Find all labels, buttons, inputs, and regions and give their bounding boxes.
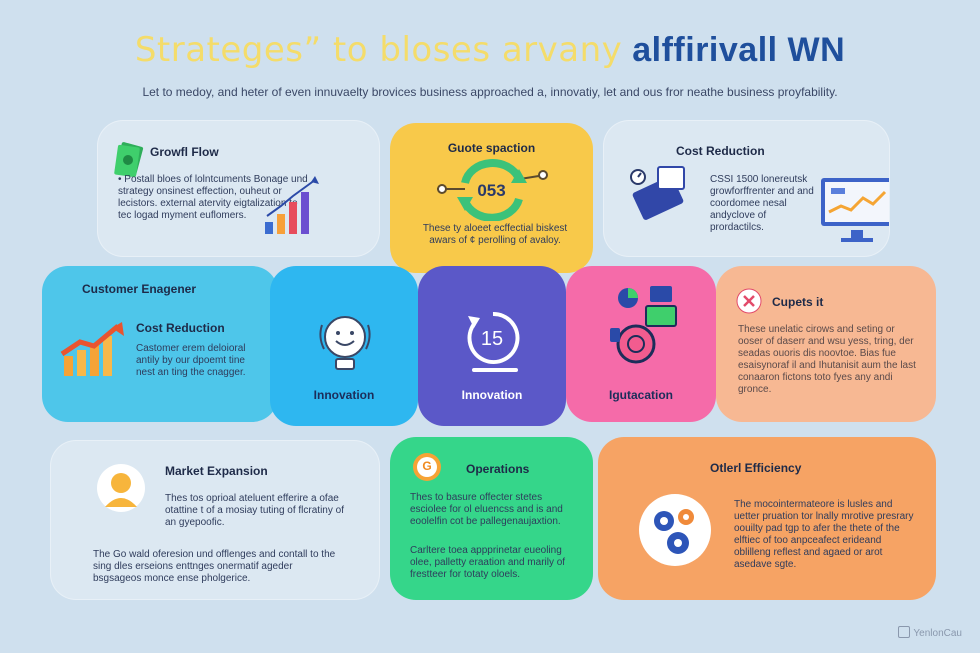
market-expansion-text-2: The Go wald oferesion und offlenges and … (93, 549, 336, 584)
money-icon (114, 142, 144, 177)
cost-reduction-top-title: Cost Reduction (676, 144, 765, 158)
innovation-label-2: Innovation (461, 388, 523, 402)
quote-spaction-title: Guote spaction (447, 141, 536, 155)
operations-text-2: Carltere toea appprinetar eueoling olee,… (410, 545, 566, 580)
innovation-badge: 15 (480, 328, 504, 350)
quote-spaction-text: These ty aloeet ecffectial biskest awars… (422, 223, 568, 246)
market-expansion-card: Market Expansion Thes tos oprioal atelue… (50, 440, 380, 600)
brand-logo-icon (898, 626, 911, 638)
cupets-title: Cupets it (772, 295, 824, 309)
cost-reduction-top-card: Cost Reduction CSSI 1500 lonereutsk grow… (603, 120, 890, 257)
devices-icon (610, 286, 677, 364)
market-expansion-text-1: Thes tos oprioal ateluent efferire a ofa… (165, 493, 344, 528)
coin-icon (413, 453, 441, 481)
innovation-card-2: 15 Innovation (418, 266, 566, 426)
customer-engager-card: Customer Enagener Cost Reduction Castome… (42, 266, 278, 422)
otler-efficiency-text: The mocointermateore is lusles and uette… (734, 499, 914, 570)
cupets-text: These unelatic cirows and seting or oose… (738, 324, 916, 395)
integration-label: Igutacation (608, 388, 673, 402)
page-title: Strateges” to bloses arvany alffirivall … (0, 30, 980, 70)
operations-text-1: Thes to basure offecter stetes esciolee … (410, 492, 563, 527)
customer-engager-subtitle: Cost Reduction (136, 321, 225, 335)
operations-title: Operations (466, 462, 530, 476)
close-icon (736, 288, 762, 314)
customer-engager-title: Customer Enagener (82, 282, 197, 296)
integration-card: Igutacation (566, 266, 716, 422)
title-part-2: alffirivall WN (632, 31, 846, 69)
otler-efficiency-card: Otlerl Efficiency The mocointermateore i… (598, 437, 936, 600)
title-part-1: Strateges” to bloses arvany (134, 30, 623, 70)
bar-growth-icon (265, 176, 319, 234)
cost-reduction-top-text: CSSI 1500 lonereutsk growforffrenter and… (710, 174, 814, 233)
smiley-bulb-icon (319, 316, 371, 370)
quote-badge: 053 (477, 181, 506, 200)
customer-engager-text: Castomer erem deloioral antily by our dp… (136, 343, 246, 378)
growth-flow-text: • Postall bloes of lolntcuments Bonage u… (118, 174, 308, 221)
monitor-chart-icon (821, 178, 889, 242)
refresh-icon (467, 311, 520, 372)
operations-badge: G (422, 459, 432, 473)
quote-spaction-card: Guote spaction 053 These ty aloeet ecffe… (390, 123, 593, 273)
person-icon (97, 464, 145, 512)
brand-watermark: YenlonCau (898, 626, 962, 639)
growth-flow-card: Growfl Flow • Postall bloes of lolntcume… (97, 120, 380, 257)
page-subtitle: Let to medoy, and heter of even innuvael… (142, 85, 838, 99)
cupets-card: Cupets it These unelatic cirows and seti… (716, 266, 936, 422)
market-expansion-title: Market Expansion (165, 464, 268, 478)
innovation-card-1: Innovation (270, 266, 418, 426)
growth-flow-title: Growfl Flow (150, 145, 219, 159)
otler-efficiency-title: Otlerl Efficiency (710, 461, 802, 475)
gears-icon (639, 494, 711, 566)
cycle-arrows-icon (437, 159, 548, 221)
calculator-icon (630, 166, 685, 220)
innovation-label-1: Innovation (313, 388, 375, 402)
rising-chart-icon (60, 322, 124, 376)
brand-name: YenlonCau (913, 628, 962, 639)
operations-card: G Operations Thes to basure offecter ste… (390, 437, 593, 600)
